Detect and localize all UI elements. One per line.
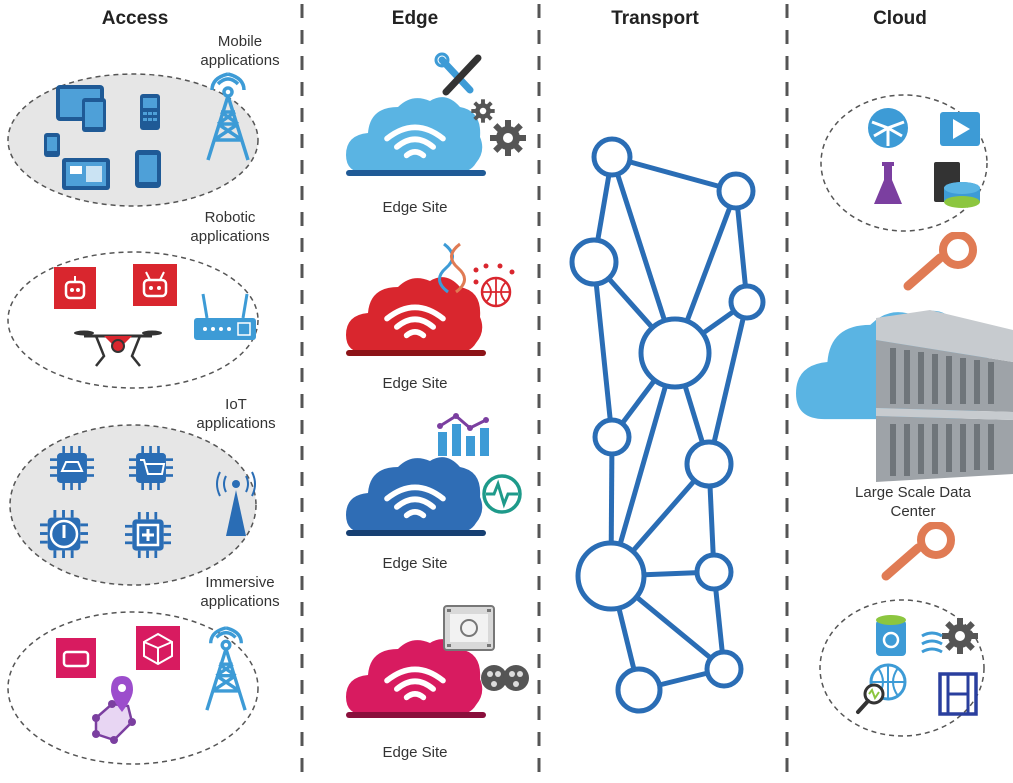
small-phone-icon xyxy=(44,133,60,157)
robotic-applications-label: Robotic applications xyxy=(190,209,270,245)
tools-icon xyxy=(434,52,482,96)
network-node xyxy=(575,540,647,612)
media-player-icon xyxy=(940,112,980,146)
database-server-icon xyxy=(934,162,980,208)
robot-icon xyxy=(54,267,96,309)
iot-applications-group xyxy=(9,424,257,586)
gear-small-icon xyxy=(471,99,495,123)
network-node xyxy=(704,649,744,689)
immersive-applications-label: Immersive applications xyxy=(200,574,280,610)
network-node xyxy=(694,552,734,592)
edge-cloud-light-blue xyxy=(346,97,483,173)
datacenter-group xyxy=(796,310,1013,482)
edge-cloud-dark-blue xyxy=(346,457,483,533)
video-film-icon xyxy=(938,672,978,716)
phone-tablet-icon xyxy=(82,98,106,132)
location-path-icon xyxy=(92,676,136,744)
iot-applications-label: IoT applications xyxy=(196,396,276,432)
edge-site-1 xyxy=(346,52,526,176)
network-node xyxy=(615,666,663,714)
dna-icon xyxy=(438,242,466,294)
network-node xyxy=(716,171,756,211)
edge-site-3 xyxy=(346,413,522,536)
film-icon xyxy=(443,605,495,651)
robot-arm-icon xyxy=(133,264,177,306)
iot-hub-icon xyxy=(868,108,908,148)
desktop-apps-icon xyxy=(62,158,110,190)
feature-phone-icon xyxy=(140,94,160,130)
edge-site-4 xyxy=(346,605,529,718)
network-node xyxy=(638,316,712,390)
column-header-cloud: Cloud xyxy=(873,8,927,29)
datacenter-building-icon xyxy=(876,310,1013,482)
column-header-transport: Transport xyxy=(611,8,699,29)
column-header-edge: Edge xyxy=(391,8,439,29)
network-node xyxy=(591,136,633,178)
globe-network-icon xyxy=(473,263,515,308)
bar-chart-icon xyxy=(437,413,489,456)
vr-headset-icon xyxy=(56,638,96,678)
cloud-services-top-group xyxy=(820,94,988,232)
edge-site-label-3: Edge Site xyxy=(382,555,448,572)
magnifier-connector-bottom xyxy=(886,525,951,576)
edge-site-2 xyxy=(346,242,515,356)
streaming-gear-icon xyxy=(921,618,978,654)
edge-site-label-2: Edge Site xyxy=(382,375,448,392)
globe-search-icon xyxy=(856,663,907,714)
gear-large-icon xyxy=(490,120,526,156)
network-node xyxy=(569,237,619,287)
transport-network xyxy=(569,136,766,714)
network-node xyxy=(728,283,766,321)
column-header-access: Access xyxy=(101,8,169,29)
edge-site-label-4: Edge Site xyxy=(382,744,448,761)
mobile-applications-group xyxy=(7,72,259,207)
network-node xyxy=(592,417,632,457)
magnifier-connector-top xyxy=(908,235,973,286)
wifi-router-icon xyxy=(194,293,256,340)
network-nodes xyxy=(569,136,766,714)
mobile-applications-label: Mobile applications xyxy=(200,33,280,69)
drone-icon xyxy=(74,330,162,367)
heartbeat-monitor-icon xyxy=(482,474,522,514)
immersive-applications-group xyxy=(7,611,259,765)
network-node xyxy=(684,439,734,489)
lab-flask-icon xyxy=(874,162,902,204)
3d-cube-icon xyxy=(136,626,180,670)
datacenter-label: Large Scale Data Center xyxy=(855,484,971,520)
cloud-services-bottom-group xyxy=(819,599,985,737)
smartphone-icon xyxy=(135,150,161,188)
robotic-applications-group xyxy=(7,251,259,389)
edge-site-label-1: Edge Site xyxy=(382,199,448,216)
film-reels-icon xyxy=(481,665,529,691)
iot-antenna-icon xyxy=(216,471,256,536)
database-config-icon xyxy=(876,615,906,656)
